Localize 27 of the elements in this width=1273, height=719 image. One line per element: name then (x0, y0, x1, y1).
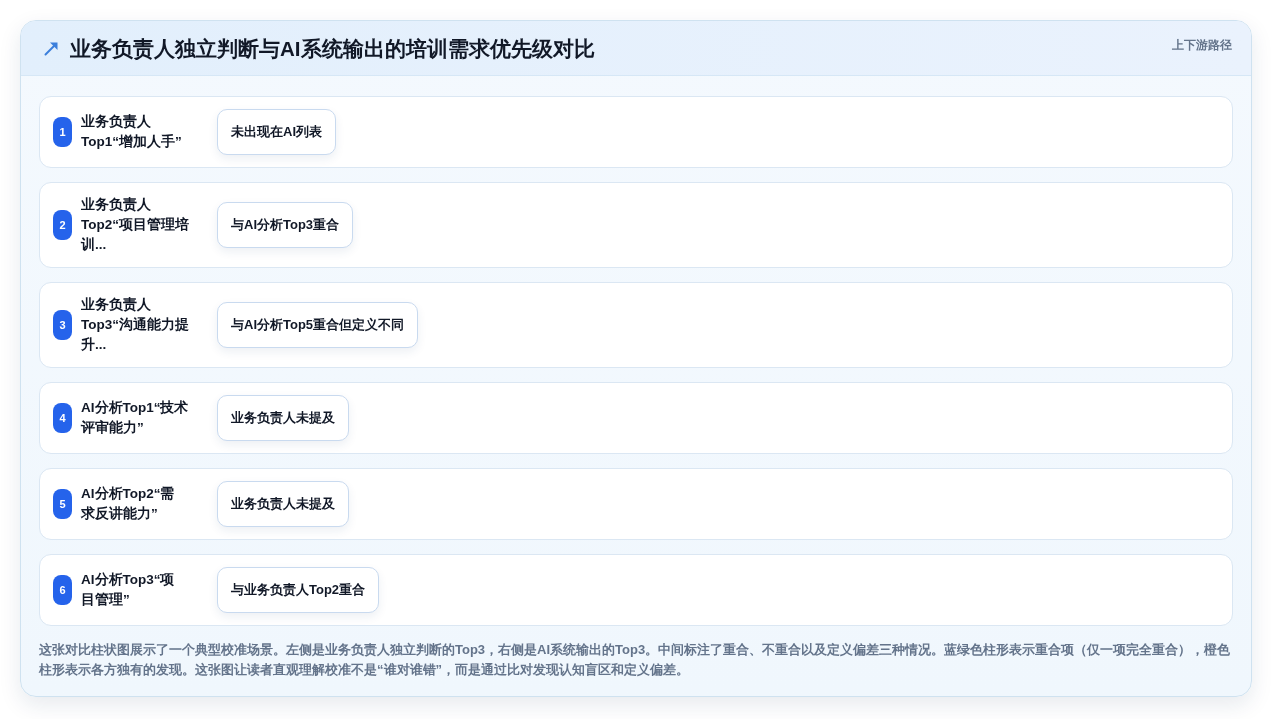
number-badge: 4 (53, 403, 72, 433)
status-tag: 与业务负责人Top2重合 (217, 567, 380, 613)
status-tag: 未出现在AI列表 (217, 109, 336, 155)
row-card (39, 182, 1233, 268)
item-label: AI分析Top1“技术评审能力” (81, 399, 190, 437)
number-badge: 5 (53, 489, 72, 519)
item-label: 业务负责人Top2“项目管理培训... (81, 196, 190, 254)
header-tag: 上下游路径 (1172, 36, 1232, 54)
item-label: AI分析Top2“需求反讲能力” (81, 485, 176, 523)
status-tag: 与AI分析Top3重合 (217, 202, 354, 248)
item-label: 业务负责人Top3“沟通能力提升... (81, 296, 190, 354)
number-badge: 3 (53, 310, 72, 340)
status-tag: 业务负责人未提及 (217, 395, 349, 441)
row-card (39, 96, 1233, 168)
row-card (39, 382, 1233, 454)
status-tag: 与AI分析Top5重合但定义不同 (217, 302, 419, 348)
item-label: AI分析Top3“项目管理” (81, 571, 176, 609)
number-badge: 1 (53, 117, 72, 147)
item-label: 业务负责人Top1“增加人手” (81, 113, 183, 151)
row-card (39, 554, 1233, 626)
number-badge: 6 (53, 575, 72, 605)
row-card (39, 468, 1233, 540)
row-card (39, 282, 1233, 368)
number-badge: 2 (53, 210, 72, 240)
diagram-title: 业务负责人独立判断与AI系统输出的培训需求优先级对比 (70, 36, 595, 62)
caption-text: 这张对比柱状图展示了一个典型校准场景。左侧是业务负责人独立判断的Top3，右侧是AI系统输出的Top3。中间标注了重合、不重合以及定义偏差三种情况。蓝绿色柱形表示重合项（仅一项完全重合），橙色柱形表示各方独有的发现。这张图让读者直观理解校准不是“谁对谁错”，而是通过比对发现认知盲区和定义偏差。 (39, 641, 1232, 679)
status-tag: 业务负责人未提及 (217, 481, 349, 527)
